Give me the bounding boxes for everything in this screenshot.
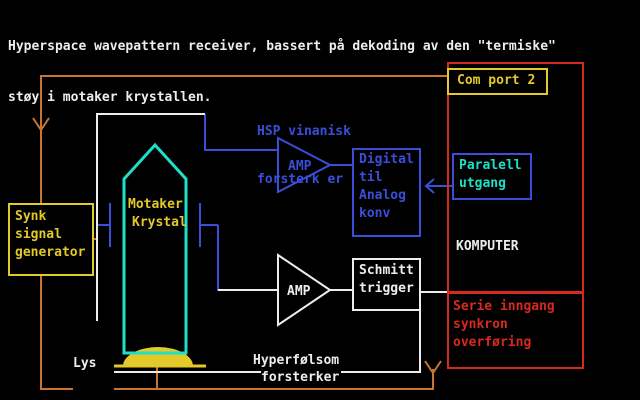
dac-line2: til	[359, 170, 383, 185]
dac-line4: konv	[359, 206, 391, 221]
dac-line1: Digital	[359, 152, 414, 167]
schmitt-line1: Schmitt	[359, 263, 414, 278]
title-line2: støy i motaker krystallen.	[8, 90, 212, 105]
dac-line3: Analog	[359, 188, 406, 203]
arrow-down-left-icon	[32, 117, 50, 132]
hsp-amp-triangle	[277, 136, 333, 194]
synk-line2: signal	[15, 227, 62, 242]
synk-line1: Synk	[15, 209, 47, 224]
com-port-label: Com port 2	[457, 73, 536, 88]
amp-top-label: AMP	[288, 159, 312, 174]
electrode-left	[97, 203, 111, 247]
serie-line1: Serie inngang	[453, 299, 555, 314]
title-line1: Hyperspace wavepattern receiver, bassert…	[8, 39, 556, 54]
serie-line3: overføring	[453, 335, 532, 350]
wire-ground-bus	[40, 275, 434, 390]
lys-diode-label: Lys diode	[73, 321, 115, 400]
wire-crystal-to-hsp-amp	[204, 114, 278, 151]
electrode-right	[199, 203, 219, 291]
hyper-line1: Hyperfølsom	[253, 352, 342, 369]
schmitt-trigger-box: Schmitt trigger	[352, 258, 421, 311]
hsp-line2: forsterk er	[257, 172, 344, 187]
paralell-utgang-box: Paralell utgang	[452, 153, 532, 200]
krystal-line2: Krystal	[132, 215, 187, 230]
wire-comport-to-synk	[40, 75, 447, 203]
serie-inngang-box: Serie inngang synkron overføring	[447, 292, 584, 369]
paralell-line2: utgang	[459, 176, 506, 191]
serie-line2: synkron	[453, 317, 508, 332]
komputer-label: KOMPUTER	[456, 239, 519, 254]
lys-line1: Lys	[73, 356, 97, 371]
schmitt-line2: trigger	[359, 281, 414, 296]
hyper-line2: forsterker	[261, 369, 342, 386]
paralell-line1: Paralell	[459, 158, 522, 173]
com-port-box: Com port 2	[447, 68, 548, 95]
hsp-label: HSP vinanisk forsterk er	[257, 92, 351, 220]
hsp-line1: HSP vinanisk	[257, 124, 351, 139]
led-dome	[123, 347, 193, 366]
amp-bottom-label: AMP	[287, 284, 311, 299]
dac-box: Digital til Analog konv	[352, 148, 421, 237]
page-title: Hyperspace wavepattern receiver, bassert…	[8, 4, 556, 140]
krystal-line1: Motaker	[128, 197, 183, 212]
arrow-down-right-icon	[424, 360, 442, 375]
crystal-shape	[122, 142, 188, 355]
synk-generator-box: Synk signal generator	[8, 203, 94, 276]
synk-line3: generator	[15, 245, 86, 260]
